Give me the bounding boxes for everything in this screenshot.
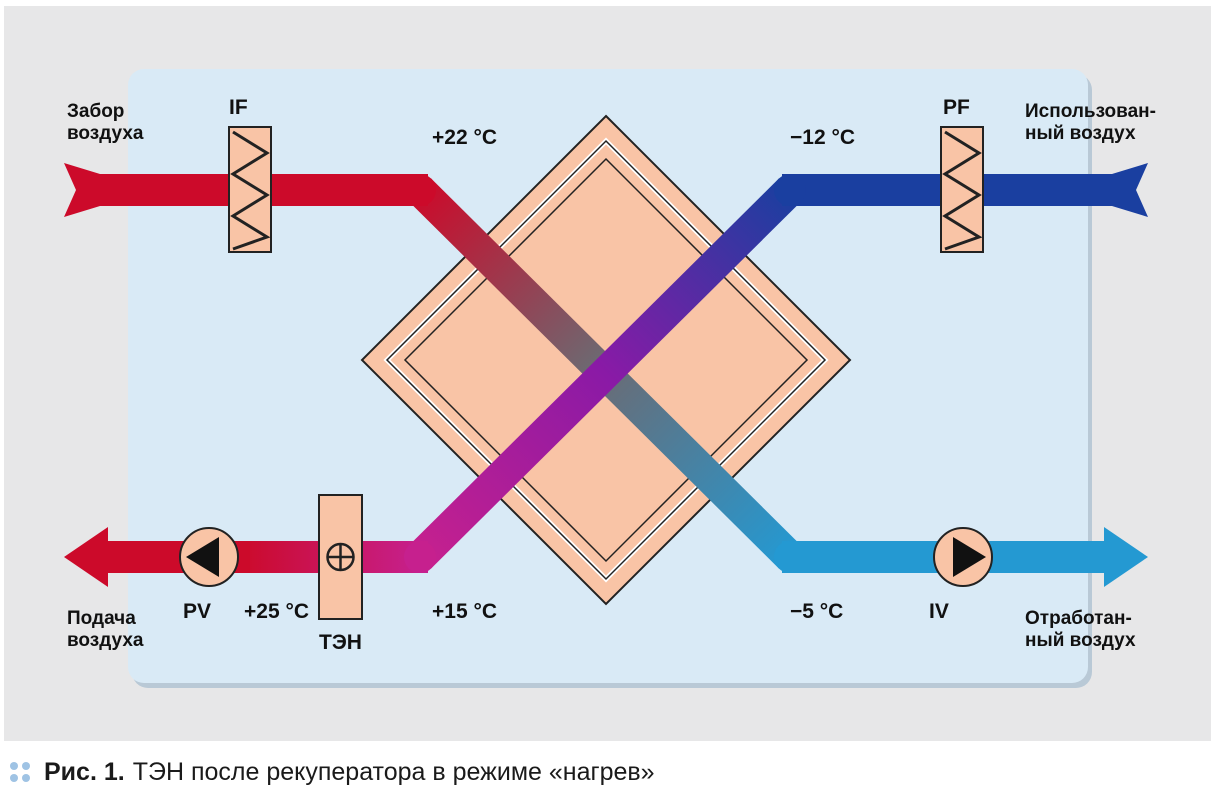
temp-supply-after-heater: +25 °C (244, 600, 309, 623)
temp-exhaust: −5 °C (790, 600, 843, 623)
used-bend (774, 174, 806, 206)
exhaust-label-line1: Отработан- (1025, 608, 1132, 629)
supply-label-line2: воздуха (67, 630, 144, 651)
exhaust-bend (774, 541, 806, 573)
temp-outdoor: −12 °C (790, 126, 855, 149)
fan-left-triangle-icon (186, 537, 219, 577)
pf-filter-label: PF (943, 96, 970, 119)
intake-tail (64, 163, 100, 217)
iv-fan (933, 527, 993, 587)
heater-label: ТЭН (319, 631, 362, 654)
iv-fan-label: IV (929, 600, 949, 623)
used-air-label-line2: ный воздух (1025, 123, 1136, 144)
supply-air-flow (408, 178, 802, 569)
exhaust-arrowhead (1104, 527, 1148, 587)
supply-bend (404, 541, 436, 573)
pv-fan (179, 527, 239, 587)
if-filter-label: IF (229, 96, 248, 119)
fan-right-triangle-icon (953, 537, 986, 577)
exhaust-label-line2: ный воздух (1025, 630, 1136, 651)
heater-tan (318, 494, 363, 620)
intake-label-line1: Забор (67, 101, 124, 122)
used-air-label-line1: Использован- (1025, 101, 1156, 122)
intake-label-line2: воздуха (67, 123, 144, 144)
pf-filter (940, 126, 984, 253)
temp-supply-after-recuperator: +15 °C (432, 600, 497, 623)
caption-text: ТЭН после рекуператора в режиме «нагрев» (132, 757, 655, 786)
supply-label-line1: Подача (67, 608, 136, 629)
supply-arrowhead (64, 527, 108, 587)
figure-caption: Рис. 1. ТЭН после рекуператора в режиме … (10, 752, 655, 792)
if-filter (228, 126, 272, 253)
caption-dots-icon (10, 762, 30, 782)
caption-number: Рис. 1. (44, 757, 125, 786)
temp-intake-after-filter: +22 °C (432, 126, 497, 149)
pv-fan-label: PV (183, 600, 211, 623)
used-air-tail (1112, 163, 1148, 217)
intake-bend (404, 174, 436, 206)
